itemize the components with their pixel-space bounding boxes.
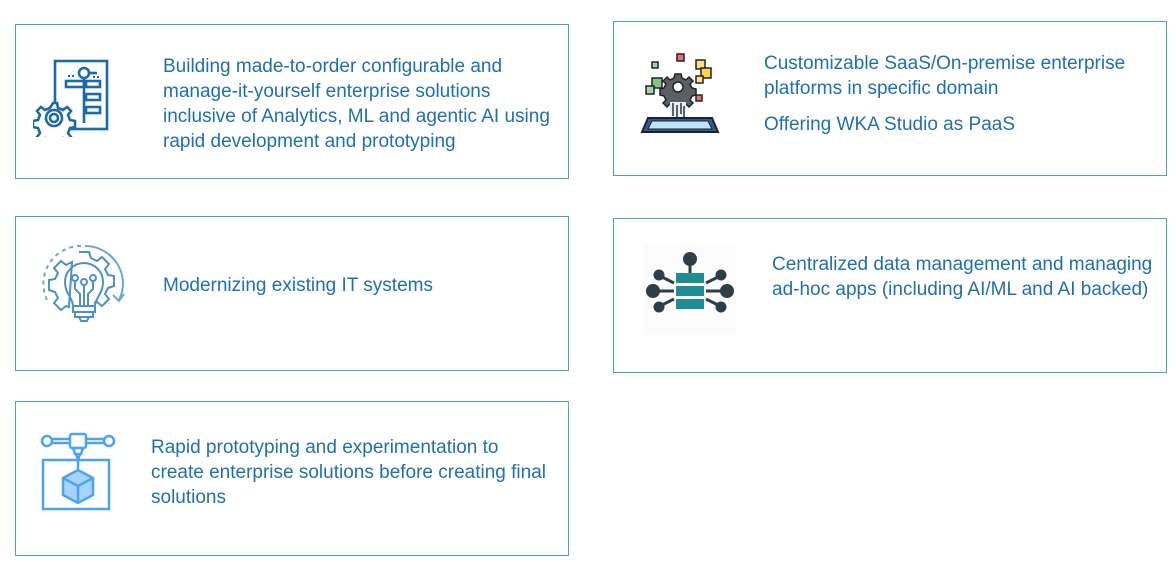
lightbulb-gear-icon: [42, 244, 125, 322]
card-text: Customizable SaaS/On-premise enterprise …: [764, 51, 1159, 137]
platform-gear-icon: [640, 53, 720, 133]
gear-flowchart-icon: [33, 59, 109, 137]
card-line: Building made-to-order configurable and …: [163, 56, 550, 152]
card-text: Rapid prototyping and experimentation to…: [151, 435, 551, 510]
card-line: Modernizing existing IT systems: [163, 275, 433, 296]
card-text: Centralized data management and managing…: [772, 252, 1157, 302]
card-line: Customizable SaaS/On-premise enterprise …: [764, 53, 1126, 99]
card-data-management: Centralized data management and managing…: [613, 218, 1167, 373]
data-hub-icon: [644, 243, 736, 335]
card-platforms: Customizable SaaS/On-premise enterprise …: [613, 21, 1167, 176]
card-enterprise-solutions: Building made-to-order configurable and …: [15, 24, 569, 179]
card-text: Modernizing existing IT systems: [163, 273, 558, 298]
card-line: Offering WKA Studio as PaaS: [764, 114, 1016, 135]
3d-printer-icon: [40, 432, 116, 511]
card-modernizing: Modernizing existing IT systems: [15, 216, 569, 371]
card-line: Centralized data management and managing…: [772, 254, 1153, 300]
card-prototyping: Rapid prototyping and experimentation to…: [15, 401, 569, 556]
card-line: Rapid prototyping and experimentation to…: [151, 437, 547, 508]
card-text: Building made-to-order configurable and …: [163, 54, 558, 154]
